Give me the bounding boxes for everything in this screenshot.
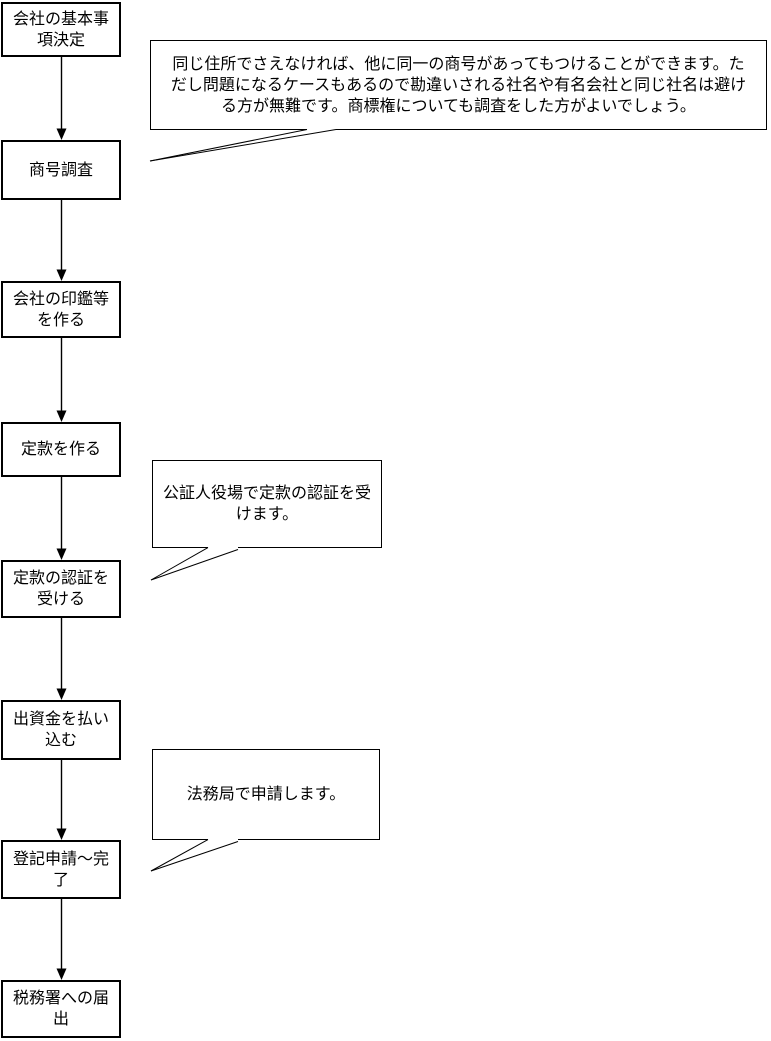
flow-step-trade-name-search: 商号調査 bbox=[1, 140, 121, 200]
flow-step-basic-matters: 会社の基本事 項決定 bbox=[1, 2, 121, 57]
callout-text: 同じ住所でさえなければ、他に同一の商号があってもつけることができます。た だし問… bbox=[170, 55, 747, 115]
flow-step-make-seals: 会社の印鑑等 を作る bbox=[1, 281, 121, 338]
callout-trade-name-note: 同じ住所でさえなければ、他に同一の商号があってもつけることができます。た だし問… bbox=[150, 40, 767, 130]
flow-step-label: 会社の印鑑等 を作る bbox=[12, 290, 109, 329]
callout-legal-affairs-bureau-note: 法務局で申請します。 bbox=[152, 749, 380, 840]
flow-step-registration: 登記申請～完 了 bbox=[1, 840, 121, 899]
flow-step-create-articles: 定款を作る bbox=[1, 422, 121, 477]
callout-tail-legal-affairs bbox=[150, 838, 239, 872]
flow-step-label: 商号調査 bbox=[28, 161, 93, 179]
flow-step-label: 税務署への届 出 bbox=[12, 990, 109, 1028]
flow-step-pay-capital: 出資金を払い 込む bbox=[1, 700, 121, 760]
callout-text: 公証人役場で定款の認証を受 けます。 bbox=[162, 485, 371, 523]
callout-text: 法務局で申請します。 bbox=[186, 786, 346, 803]
flow-step-label: 会社の基本事 項決定 bbox=[12, 10, 109, 49]
flow-step-label: 登記申請～完 了 bbox=[12, 850, 109, 889]
callout-tail-trade-name bbox=[149, 128, 337, 162]
flow-step-certify-articles: 定款の認証を 受ける bbox=[1, 560, 121, 618]
callout-notary-note: 公証人役場で定款の認証を受 けます。 bbox=[152, 460, 382, 548]
flow-step-label: 出資金を払い 込む bbox=[12, 711, 109, 749]
flow-step-label: 定款を作る bbox=[20, 441, 101, 458]
callout-tail-notary bbox=[150, 546, 239, 581]
flow-step-tax-office-notification: 税務署への届 出 bbox=[1, 980, 121, 1038]
flow-step-label: 定款の認証を 受ける bbox=[12, 570, 109, 608]
